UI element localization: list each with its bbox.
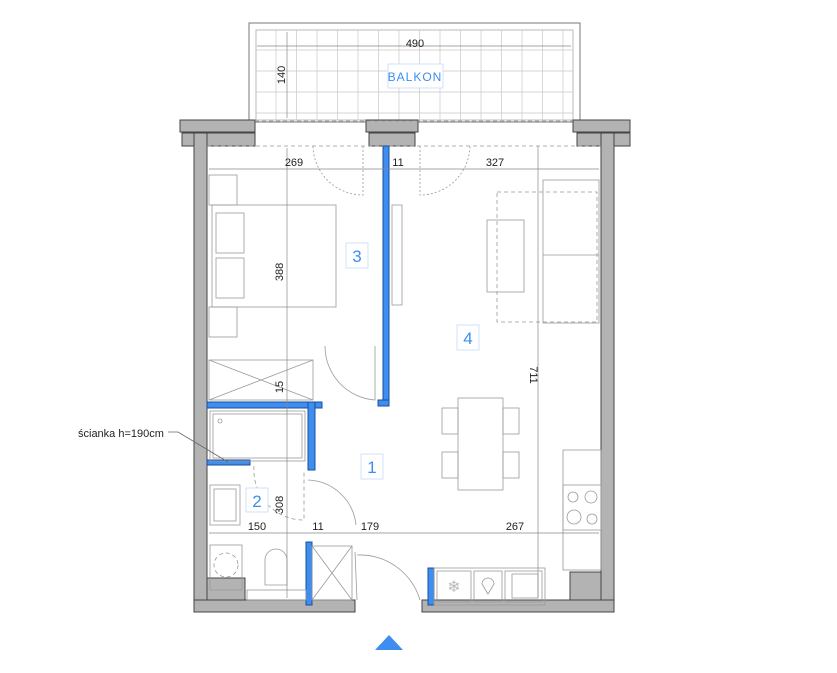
dim-partition-top: 11 [392, 157, 403, 169]
room-number-4: 4 [463, 329, 472, 348]
dim-balcony-depth: 140 [276, 66, 288, 84]
washing-machine [209, 544, 243, 591]
interior-walls [206, 145, 435, 606]
dining-table [441, 397, 520, 491]
room-number-1: 1 [367, 458, 376, 477]
shaft [246, 545, 353, 601]
toilet [264, 548, 288, 586]
closet [208, 359, 314, 401]
coffee-table [486, 219, 525, 293]
sink [209, 484, 241, 526]
dim-balcony-width: 490 [406, 38, 424, 50]
entrance-door-swing [354, 551, 421, 601]
wardrobe-panel [391, 204, 403, 306]
entrance-arrow-icon [375, 635, 403, 650]
dimension-lines [209, 32, 599, 598]
room-number-3: 3 [352, 247, 361, 266]
kitchen-counter: ❄ [433, 449, 602, 606]
dim-hall-width: 179 [361, 521, 379, 533]
dim-living-width: 327 [486, 157, 504, 169]
dim-kitchen-width: 267 [506, 521, 524, 533]
dim-closet-gap: 15 [274, 381, 286, 393]
partition-annotation: ścianka h=190cm [78, 428, 164, 440]
dim-living-depth: 711 [527, 366, 539, 384]
room-number-2: 2 [252, 492, 261, 511]
fridge-icon: ❄ [447, 579, 460, 596]
dim-bathroom-width: 150 [248, 521, 266, 533]
bathtub [209, 410, 306, 462]
bed [208, 174, 337, 338]
dim-partition-bottom: 11 [312, 521, 323, 533]
dim-bedroom-depth: 388 [274, 263, 286, 281]
exterior-walls [179, 119, 631, 613]
balcony-label: BALKON [388, 70, 443, 84]
door-swing [324, 345, 376, 401]
balcony [248, 22, 581, 123]
dim-bedroom-width: 269 [285, 157, 303, 169]
sofa [542, 179, 600, 324]
dim-bathroom-depth: 308 [274, 496, 286, 514]
